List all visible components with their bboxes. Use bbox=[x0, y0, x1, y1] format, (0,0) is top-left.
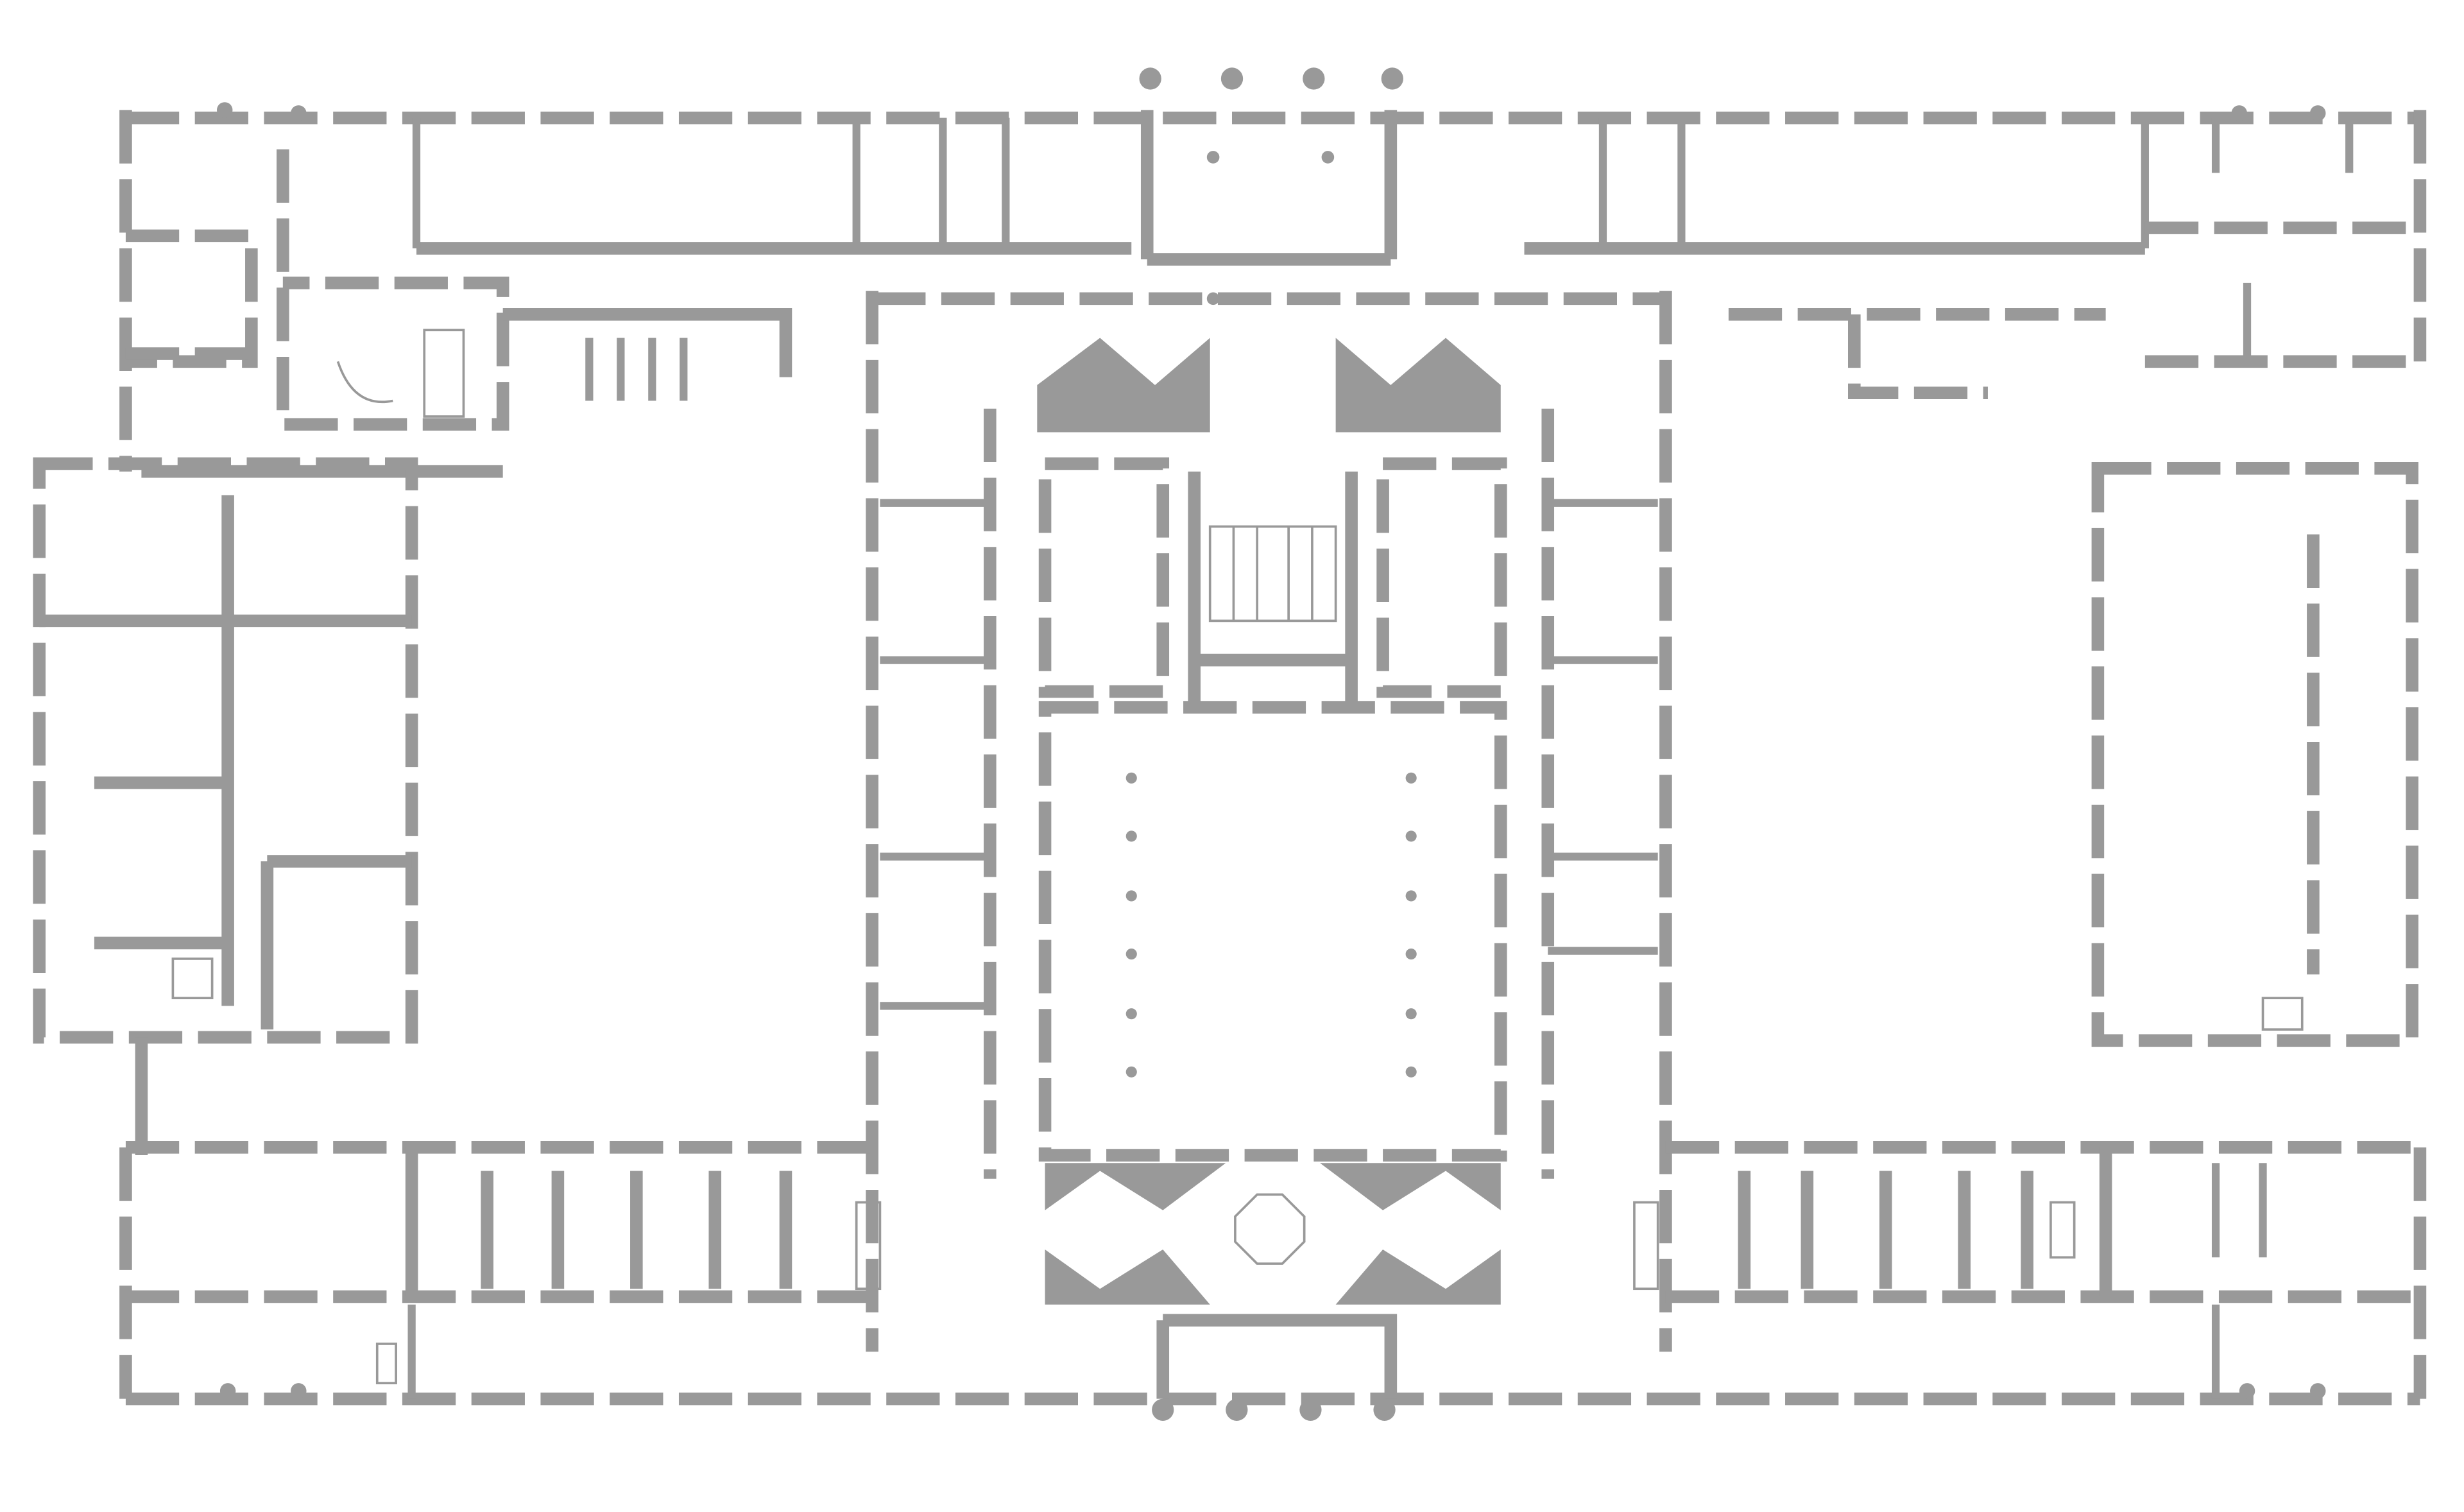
octagon-vestibule bbox=[1234, 1193, 1306, 1265]
south-portico-columns bbox=[1152, 1398, 1396, 1421]
west-lower-block bbox=[33, 457, 418, 1156]
west-upper-block bbox=[119, 110, 792, 478]
central-courtyard bbox=[1038, 701, 1507, 1305]
south-wing bbox=[119, 1141, 2427, 1405]
courtyard-columns bbox=[1125, 772, 1417, 1078]
corner-columns bbox=[216, 102, 2326, 1399]
north-wing bbox=[125, 110, 2427, 400]
north-portico-columns bbox=[1139, 67, 1403, 90]
east-block bbox=[2091, 462, 2418, 1047]
central-block bbox=[866, 291, 1672, 1352]
